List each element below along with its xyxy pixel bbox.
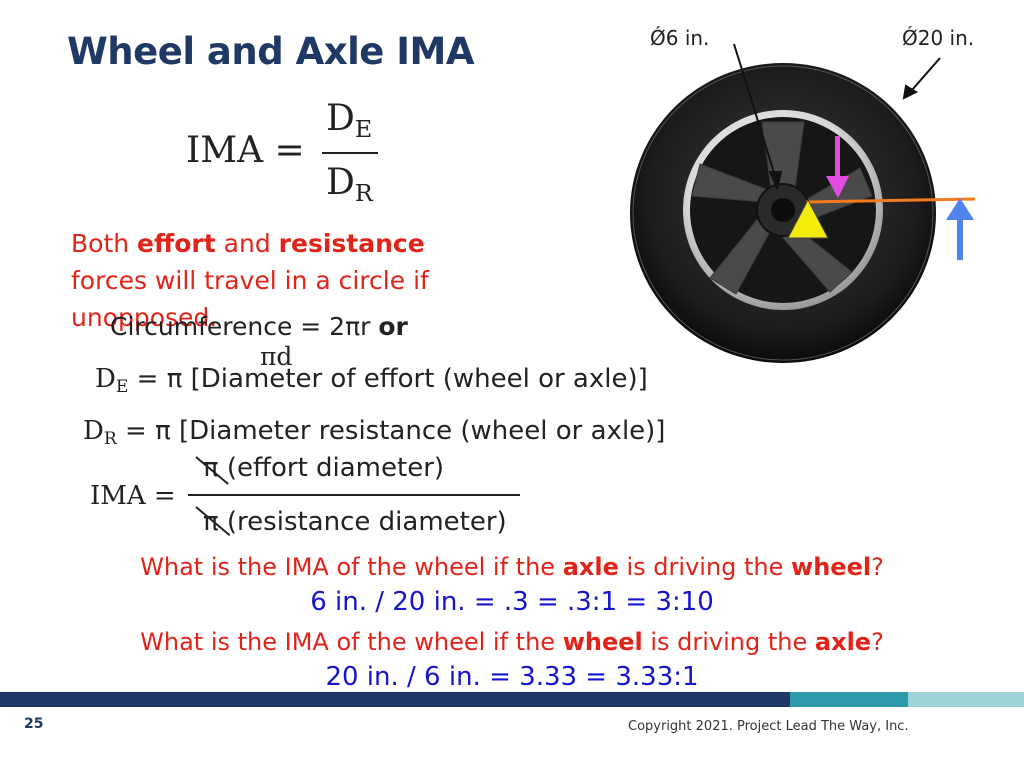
slide-title: Wheel and Axle IMA <box>67 30 474 73</box>
resistance-arrow-blue <box>946 198 974 260</box>
footer-bar-light <box>908 692 1024 707</box>
page-number: 25 <box>24 716 44 732</box>
wheel-diameter-label: Ǿ20 in. <box>902 26 975 50</box>
footer-bar-navy <box>0 692 790 707</box>
formula-ima-label: IMA = <box>186 130 305 171</box>
copyright-text: Copyright 2021. Project Lead The Way, In… <box>628 719 909 734</box>
ima-fraction-label: IMA = <box>90 481 176 511</box>
formula-denominator: DR <box>326 162 373 208</box>
formula-numerator: DE <box>326 98 373 144</box>
wheel-pointer-arrow <box>902 57 941 100</box>
question-axle-drives-wheel: What is the IMA of the wheel if the axle… <box>140 553 884 581</box>
footer-bar-teal <box>790 692 908 707</box>
ima-fraction-denominator: π (resistance diameter) <box>203 507 507 537</box>
wheel-image <box>630 63 936 363</box>
dr-definition: DR = π [Diameter resistance (wheel or ax… <box>83 416 666 450</box>
de-definition: DE = π [Diameter of effort (wheel or axl… <box>95 364 648 398</box>
question-wheel-drives-axle: What is the IMA of the wheel if the whee… <box>140 628 884 656</box>
axle-diameter-label: Ǿ6 in. <box>650 26 710 50</box>
ima-fraction-numerator: π (effort diameter) <box>203 453 445 483</box>
fulcrum-triangle <box>787 198 829 239</box>
answer-wheel-drives-axle: 20 in. / 6 in. = 3.33 = 3.33:1 <box>325 662 699 692</box>
ima-fraction-bar <box>188 494 520 496</box>
lever-line-orange <box>805 197 976 204</box>
formula-fraction-bar <box>322 152 378 154</box>
forces-note: Both effort and resistance forces will t… <box>71 229 429 332</box>
effort-arrow-magenta <box>826 136 849 198</box>
wheel-diagram <box>630 43 976 363</box>
axle-pointer-arrow <box>733 43 783 192</box>
answer-axle-drives-wheel: 6 in. / 20 in. = .3 = .3:1 = 3:10 <box>310 587 714 617</box>
